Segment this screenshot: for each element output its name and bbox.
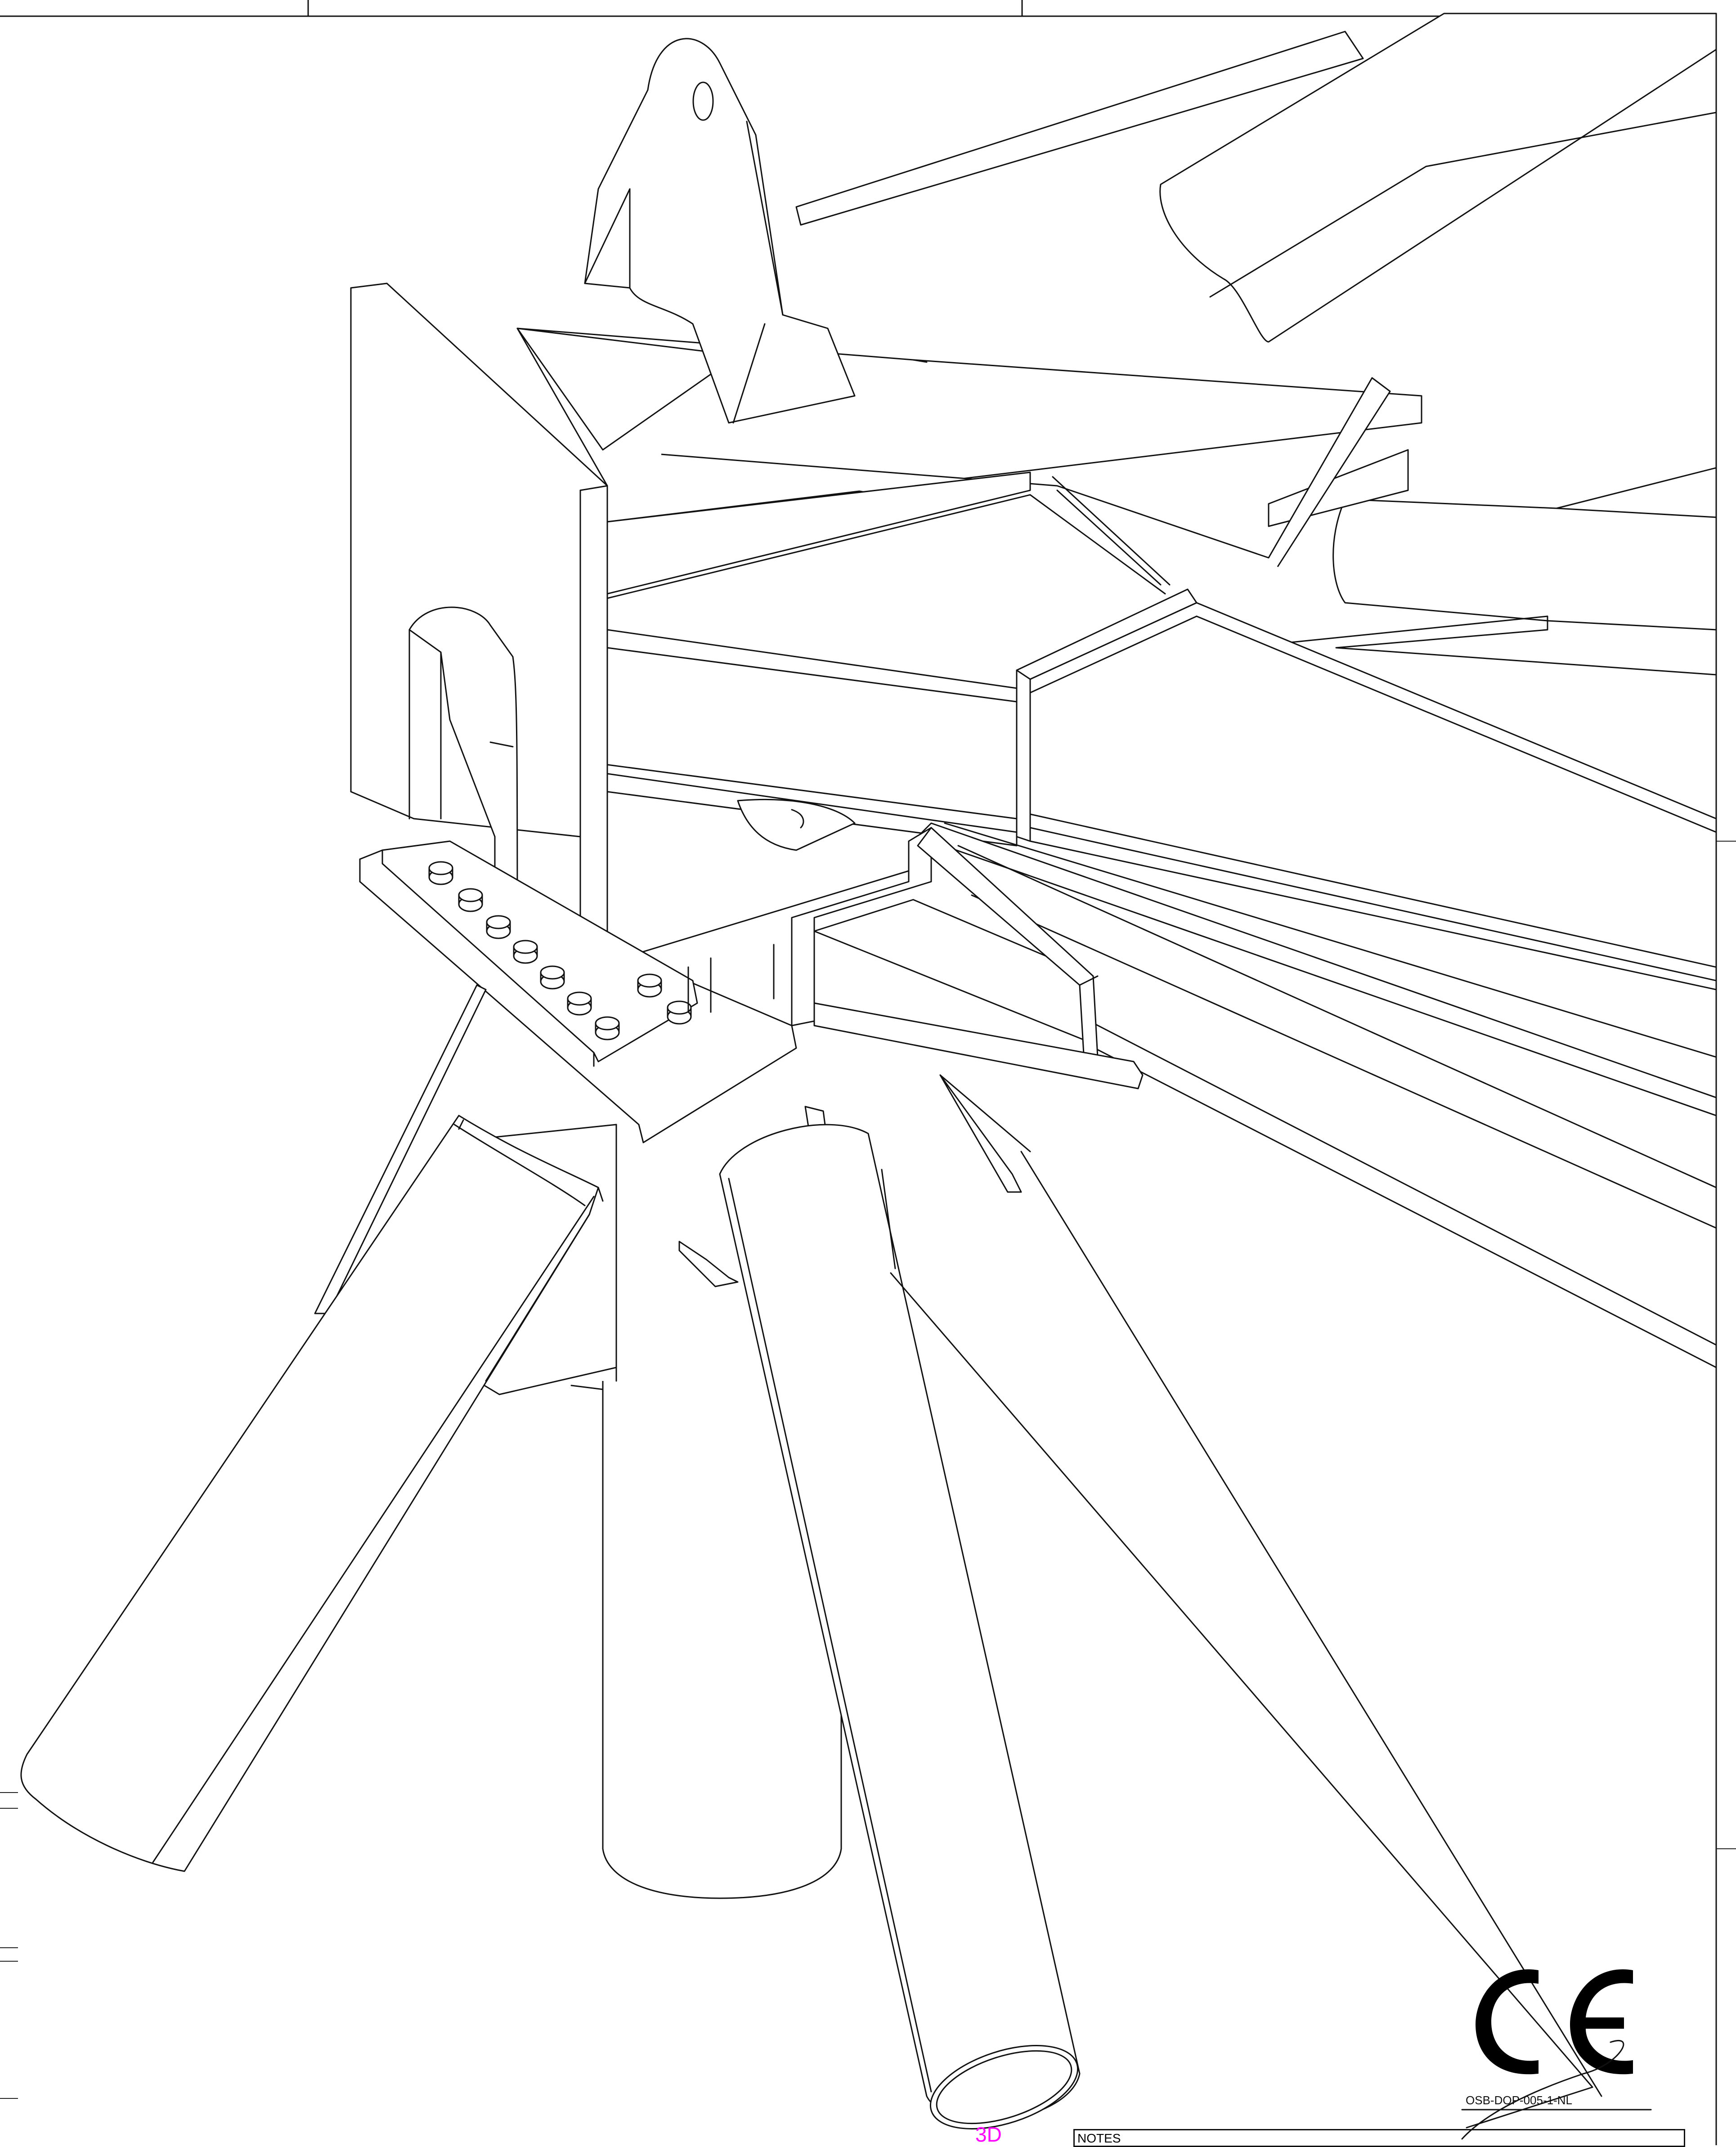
left-inclined-tube: [20, 984, 604, 1872]
right-inclined-tube: [881, 1151, 1602, 2129]
notes-box: NOTES: [1073, 2129, 1685, 2147]
base-plate: [359, 840, 797, 1143]
view-label: 3D: [975, 2123, 1002, 2146]
front-inclined-tube: [719, 1124, 1081, 2129]
lifting-lug: [584, 38, 856, 424]
upper-diagonal-members: [795, 13, 1717, 676]
ce-mark: [1461, 1969, 1652, 2140]
notes-label: NOTES: [1077, 2131, 1121, 2145]
bolt-group: [428, 861, 692, 1040]
main-beam-left: [606, 471, 1171, 964]
main-beam-right: [917, 588, 1717, 1368]
channel-brace: [791, 827, 1144, 1089]
document-code: OSB-DOP-005-1-NL: [1466, 2093, 1572, 2107]
vertical-end-plate: [350, 282, 608, 973]
